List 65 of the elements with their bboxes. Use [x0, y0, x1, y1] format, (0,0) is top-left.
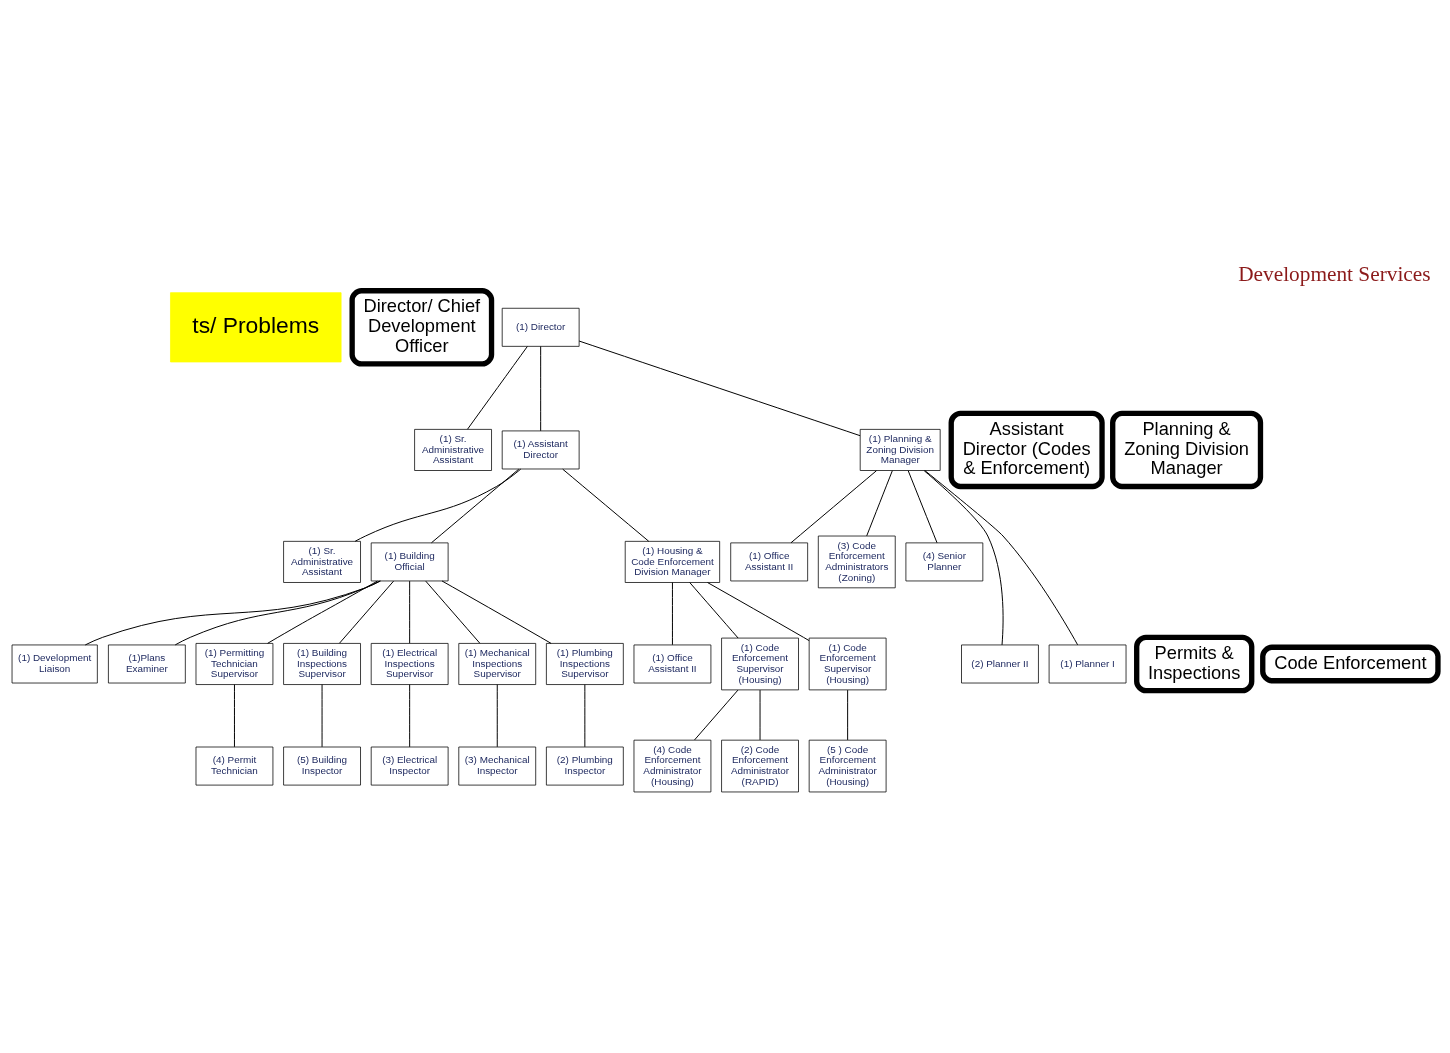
node-box: (2) Code Enforcement Administrator (RAPID): [721, 739, 799, 793]
connector: [354, 468, 522, 542]
node-box: (5 ) Code Enforcement Administrator (Housing): [808, 739, 887, 793]
node-box: Planning & Zoning Division Manager: [1110, 410, 1264, 490]
node-box: (1) Planner I: [1048, 644, 1127, 684]
connector: [84, 580, 382, 646]
node-box: Code Enforcement: [1260, 644, 1441, 684]
node-box: (1) Sr. Administrative Assistant: [414, 429, 492, 471]
node-box: Assistant Director (Codes & Enforcement): [948, 410, 1105, 490]
node-box: (1) Mechanical Inspections Supervisor: [458, 643, 537, 685]
node-box: (3) Mechanical Inspector: [458, 746, 537, 786]
node-box: (4) Senior Planner: [905, 542, 984, 582]
connector: [467, 345, 528, 430]
node-box: (1) Sr. Administrative Assistant: [283, 540, 361, 583]
node-box: (4) Code Enforcement Administrator (Housing): [633, 739, 712, 793]
connector: [409, 684, 411, 748]
node-box: (1) Planning & Zoning Division Manager: [859, 429, 941, 471]
node-box: (1) Development Liaison: [11, 644, 98, 684]
connector: [584, 684, 586, 748]
node-box: (1) Office Assistant II: [633, 644, 712, 684]
connector: [496, 684, 498, 748]
connector: [694, 689, 739, 741]
connector: [707, 582, 810, 642]
diagram-title: Development Services: [1238, 262, 1431, 287]
connector: [441, 580, 552, 644]
node-box: Director/ Chief Development Officer: [349, 288, 495, 367]
node-box: (1) Permitting Technician Supervisor: [195, 643, 274, 685]
connector: [540, 345, 542, 432]
connector: [907, 470, 938, 544]
node-box: (2) Planner II: [961, 644, 1039, 684]
connector: [866, 470, 893, 537]
node-box: (1) Code Enforcement Supervisor (Housing): [808, 637, 887, 691]
node-box: (3) Electrical Inspector: [370, 746, 449, 786]
node-box: (1)Plans Examiner: [108, 644, 186, 684]
connector: [924, 470, 1079, 646]
connector: [430, 468, 520, 544]
connector: [425, 580, 481, 644]
connector: [923, 470, 1004, 646]
node-box: (1) Building Inspections Supervisor: [283, 643, 361, 685]
connector: [847, 689, 849, 741]
node-box: (5) Building Inspector: [283, 746, 361, 786]
node-box: ts/ Problems: [170, 292, 342, 363]
node-box: (1) Building Official: [370, 542, 449, 582]
node-box: (1) Office Assistant II: [730, 542, 808, 582]
connector: [409, 580, 411, 644]
node-box: (1) Code Enforcement Supervisor (Housing): [721, 637, 799, 691]
node-box: (4) Permit Technician: [195, 746, 274, 786]
node-box: (2) Plumbing Inspector: [546, 746, 624, 786]
connector: [174, 580, 381, 646]
node-box: (3) Code Enforcement Administrators (Zoning): [817, 535, 896, 589]
connector: [689, 582, 739, 639]
connector: [671, 582, 673, 646]
connector: [321, 684, 323, 748]
connector: [267, 580, 378, 644]
connector: [339, 580, 395, 644]
node-box: (1) Housing & Code Enforcement Division Manager: [624, 540, 721, 583]
node-box: Permits & Inspections: [1134, 634, 1255, 694]
node-box: (1) Plumbing Inspections Supervisor: [546, 643, 624, 685]
node-box: (1) Assistant Director: [501, 430, 580, 470]
node-box: (1) Director: [501, 307, 580, 347]
connector: [578, 340, 861, 437]
connector: [790, 470, 877, 544]
connector: [562, 468, 650, 542]
connector: [233, 684, 235, 748]
node-box: (1) Electrical Inspections Supervisor: [370, 643, 449, 685]
